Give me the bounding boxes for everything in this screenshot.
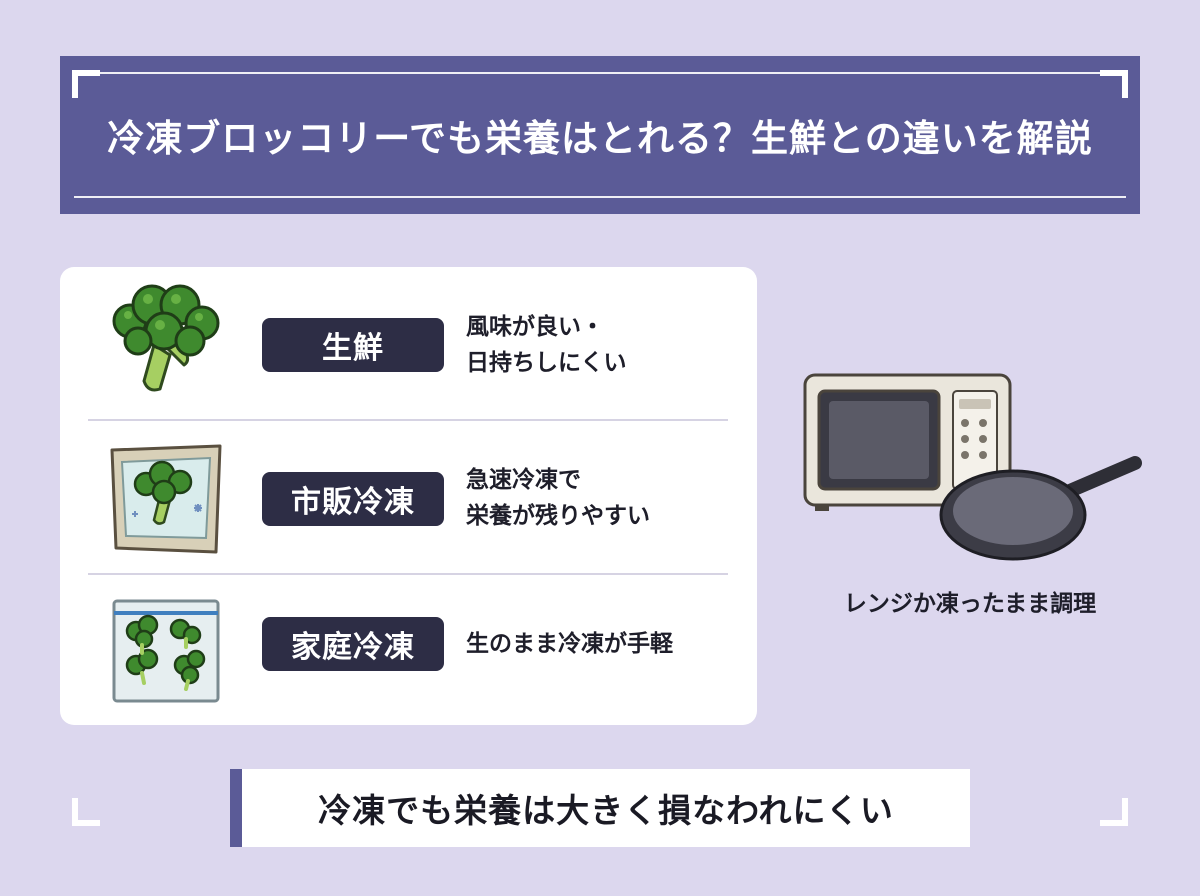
desc-commercial-line-1: 急速冷凍で (466, 467, 581, 493)
desc-fresh: 風味が良い・ 日持ちしにくい (466, 309, 627, 381)
banner-corner-bottom-left (72, 798, 100, 826)
row-fresh: 生鮮 風味が良い・ 日持ちしにくい (60, 267, 757, 417)
frying-pan-icon (939, 456, 1142, 561)
frozen-package-icon (110, 444, 222, 554)
banner-corner-top-right (1100, 70, 1128, 98)
row-divider (88, 419, 728, 421)
desc-commercial-line-2: 栄養が残りやすい (466, 503, 650, 529)
fresh-broccoli-icon (112, 284, 220, 392)
banner-corner-top-left (72, 70, 100, 98)
badge-commercial-frozen: 市販冷凍 (262, 472, 444, 526)
badge-fresh: 生鮮 (262, 318, 444, 372)
desc-commercial-frozen: 急速冷凍で 栄養が残りやすい (466, 462, 650, 534)
badge-home-frozen: 家庭冷凍 (262, 617, 444, 671)
banner-rule-top (74, 72, 1126, 74)
row-home-frozen: 家庭冷凍 生のまま冷凍が手軽 (60, 575, 757, 725)
freezer-bag-icon (112, 599, 220, 703)
desc-home-line-1: 生のまま冷凍が手軽 (466, 631, 673, 657)
row-divider (88, 573, 728, 575)
desc-home-frozen: 生のまま冷凍が手軽 (466, 626, 673, 662)
desc-fresh-line-2: 日持ちしにくい (466, 350, 627, 376)
row-commercial-frozen: 市販冷凍 急速冷凍で 栄養が残りやすい (60, 422, 757, 572)
page-title: 冷凍ブロッコリーでも栄養はとれる？生鮮との違いを解説 (107, 117, 1093, 160)
comparison-card: 生鮮 風味が良い・ 日持ちしにくい 市販冷凍 急速冷凍で 栄養が残りやすい (60, 267, 757, 725)
summary-banner: 冷凍でも栄養は大きく損なわれにくい (230, 769, 970, 847)
appliance-caption: レンジか凍ったまま調理 (843, 591, 1097, 617)
banner-corner-bottom-right (1100, 798, 1128, 826)
title-banner (60, 56, 1140, 214)
microwave-icon (803, 373, 1012, 511)
desc-fresh-line-1: 風味が良い・ (466, 314, 604, 340)
microwave-pan-illustration (803, 373, 1142, 561)
banner-rule-bottom (74, 196, 1126, 198)
